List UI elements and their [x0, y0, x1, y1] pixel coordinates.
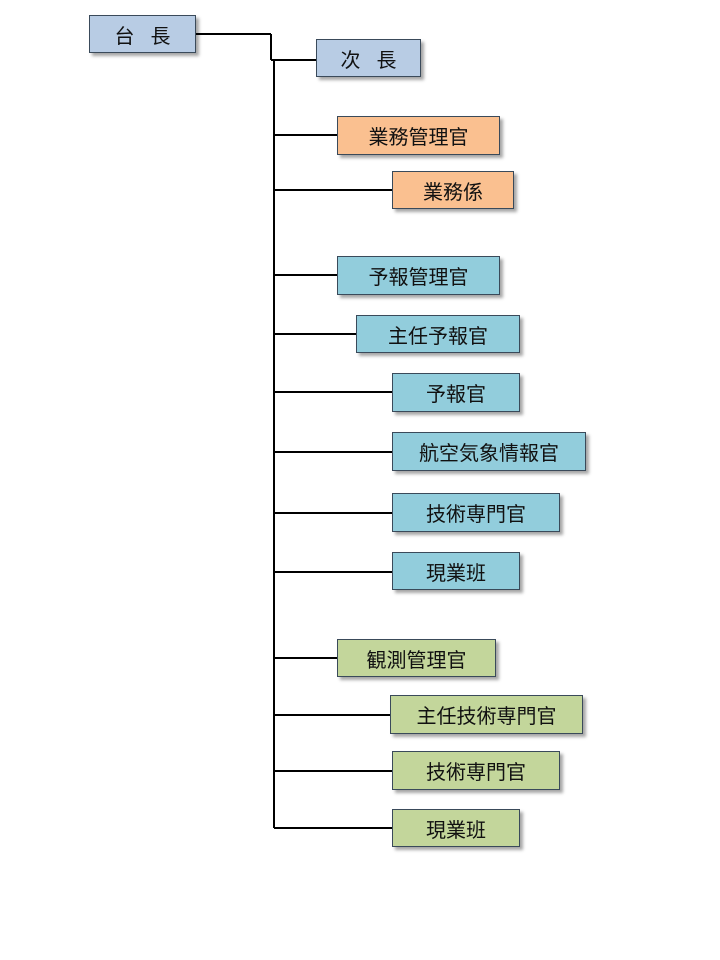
forecast-member-label: 現業班 — [426, 560, 486, 585]
forecast-head-label: 予報管理官 — [368, 265, 469, 289]
forecast-member-box: 現業班 — [392, 552, 520, 590]
forecast-member-box: 主任予報官 — [356, 315, 520, 353]
forecast-member-label: 航空気象情報官 — [419, 441, 559, 465]
general-affairs-member-box: 業務係 — [392, 171, 514, 209]
forecast-member-label: 技術専門官 — [426, 502, 526, 526]
observation-member-box: 技術専門官 — [392, 751, 560, 790]
forecast-member-label: 予報官 — [426, 382, 486, 406]
observation-member-label: 技術専門官 — [426, 760, 526, 784]
deputy-box: 次長 — [316, 39, 421, 77]
general-affairs-member-label: 業務係 — [423, 179, 483, 204]
observation-head-box: 観測管理官 — [337, 639, 496, 677]
observation-head-label: 観測管理官 — [366, 647, 467, 672]
deputy-label: 次長 — [340, 47, 413, 72]
forecast-member-label: 主任予報官 — [388, 323, 488, 348]
observation-member-label: 現業班 — [426, 817, 486, 842]
forecast-member-box: 技術専門官 — [392, 493, 560, 532]
director-label: 台長 — [114, 23, 187, 48]
observation-member-box: 現業班 — [392, 809, 520, 847]
observation-member-box: 主任技術専門官 — [390, 695, 583, 734]
general-affairs-head-box: 業務管理官 — [337, 116, 500, 155]
director-box: 台長 — [89, 15, 196, 53]
forecast-head-box: 予報管理官 — [337, 256, 500, 295]
observation-member-label: 主任技術専門官 — [416, 704, 557, 728]
general-affairs-head-label: 業務管理官 — [368, 125, 469, 149]
forecast-member-box: 航空気象情報官 — [392, 432, 586, 471]
forecast-member-box: 予報官 — [392, 373, 520, 412]
